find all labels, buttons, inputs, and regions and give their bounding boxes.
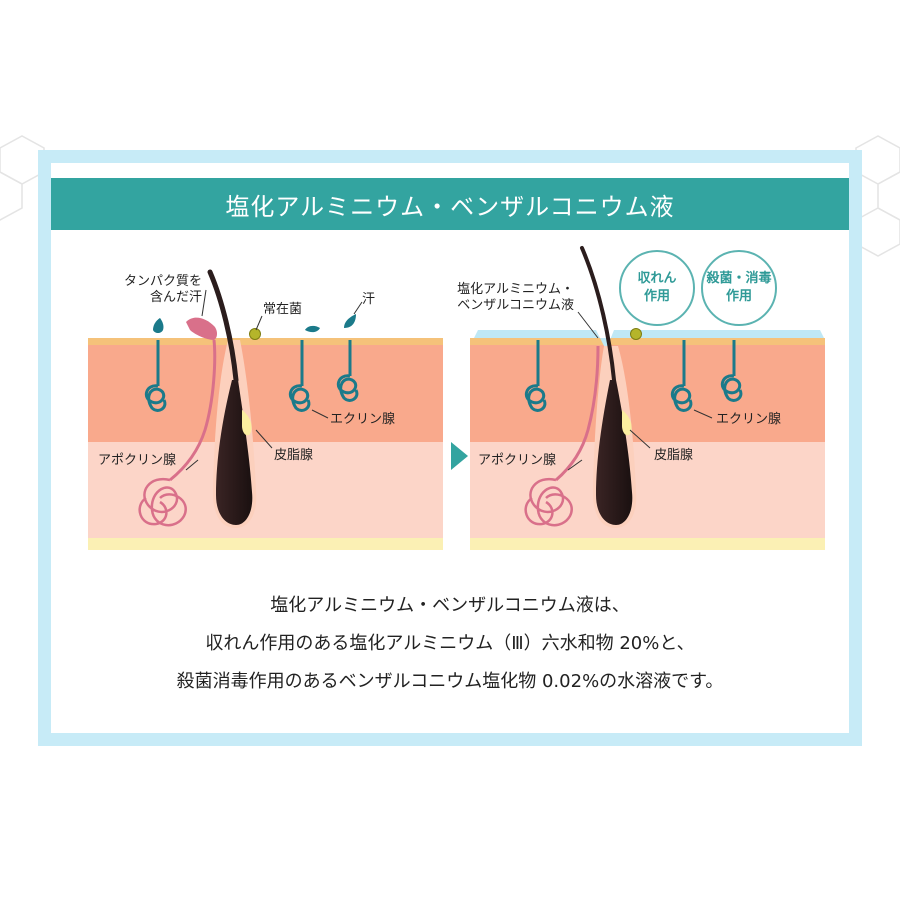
eccrine-gland-2 bbox=[288, 340, 311, 412]
badge-disinfect: 殺菌・消毒 作用 bbox=[701, 250, 777, 326]
apocrine-gland-coil bbox=[138, 477, 187, 527]
label-solution-line1: 塩化アルミニウム・ bbox=[457, 282, 574, 297]
left-skin-diagram bbox=[88, 269, 443, 550]
sweat-droplet bbox=[344, 314, 356, 328]
label-bacteria: 常在菌 bbox=[263, 302, 303, 317]
label-sweat: 汗 bbox=[362, 292, 376, 307]
protein-sweat-droplet bbox=[186, 317, 217, 340]
description-line-2: 収れん作用のある塩化アルミニウム（Ⅲ）六水和物 20%と、 bbox=[205, 633, 695, 654]
label-apocrine-right: アポクリン腺 bbox=[478, 453, 557, 468]
right-leader-lines bbox=[567, 311, 713, 471]
skin-surface-layer bbox=[470, 338, 825, 345]
banner-title: 塩化アルミニウム・ベンザルコニウム液 bbox=[225, 192, 675, 221]
base-layer bbox=[88, 538, 443, 550]
label-protein-sweat: タンパク質を 含んだ汗 bbox=[118, 274, 202, 306]
sweat-droplet bbox=[305, 325, 320, 333]
hair-root bbox=[596, 380, 633, 525]
apocrine-duct bbox=[555, 345, 600, 482]
title-banner: 塩化アルミニウム・ベンザルコニウム液 bbox=[51, 178, 849, 230]
badge-astringent: 収れん 作用 bbox=[619, 250, 695, 326]
bacteria-dot bbox=[249, 328, 261, 340]
sweat-droplet bbox=[153, 318, 164, 333]
label-apocrine: アポクリン腺 bbox=[98, 453, 177, 468]
eccrine-gland-3 bbox=[336, 340, 359, 402]
left-leader-lines bbox=[185, 289, 363, 471]
right-skin-diagram bbox=[470, 246, 825, 550]
sebaceous-gland bbox=[242, 410, 252, 436]
base-layer bbox=[470, 538, 825, 550]
label-solution-line2: ベンザルコニウム液 bbox=[457, 298, 574, 313]
description-line-1: 塩化アルミニウム・ベンザルコニウム液は、 bbox=[270, 595, 630, 616]
label-eccrine: エクリン腺 bbox=[330, 412, 396, 427]
eccrine-gland-1 bbox=[524, 340, 547, 412]
hair-shaft bbox=[580, 246, 616, 382]
hair-shaft bbox=[207, 269, 239, 383]
label-sebaceous-right: 皮脂腺 bbox=[654, 448, 694, 463]
eccrine-gland-2 bbox=[670, 340, 693, 412]
arrow-right-icon bbox=[451, 442, 468, 470]
bacteria-dot bbox=[630, 328, 642, 340]
badge-astringent-line1: 収れん bbox=[637, 271, 677, 286]
skin-surface-layer bbox=[88, 338, 443, 345]
sebaceous-gland bbox=[622, 410, 632, 436]
badge-astringent-line2: 作用 bbox=[643, 289, 670, 304]
apocrine-gland-coil bbox=[524, 477, 573, 527]
eccrine-gland-1 bbox=[144, 340, 167, 412]
subcutis-layer bbox=[470, 442, 825, 538]
eccrine-gland-3 bbox=[720, 340, 743, 402]
label-sebaceous: 皮脂腺 bbox=[274, 448, 314, 463]
apocrine-duct bbox=[169, 339, 217, 482]
badge-disinfect-line1: 殺菌・消毒 bbox=[706, 271, 772, 286]
label-protein-sweat-line2: 含んだ汗 bbox=[149, 290, 202, 305]
label-protein-sweat-line1: タンパク質を bbox=[123, 274, 202, 289]
badge-disinfect-line2: 作用 bbox=[725, 289, 752, 304]
label-eccrine-right: エクリン腺 bbox=[716, 412, 782, 427]
hexagon-shape bbox=[0, 171, 23, 221]
description-line-3: 殺菌消毒作用のあるベンザルコニウム塩化物 0.02%の水溶液です。 bbox=[176, 671, 724, 692]
solution-coating bbox=[474, 330, 824, 350]
label-solution: 塩化アルミニウム・ ベンザルコニウム液 bbox=[450, 282, 574, 314]
